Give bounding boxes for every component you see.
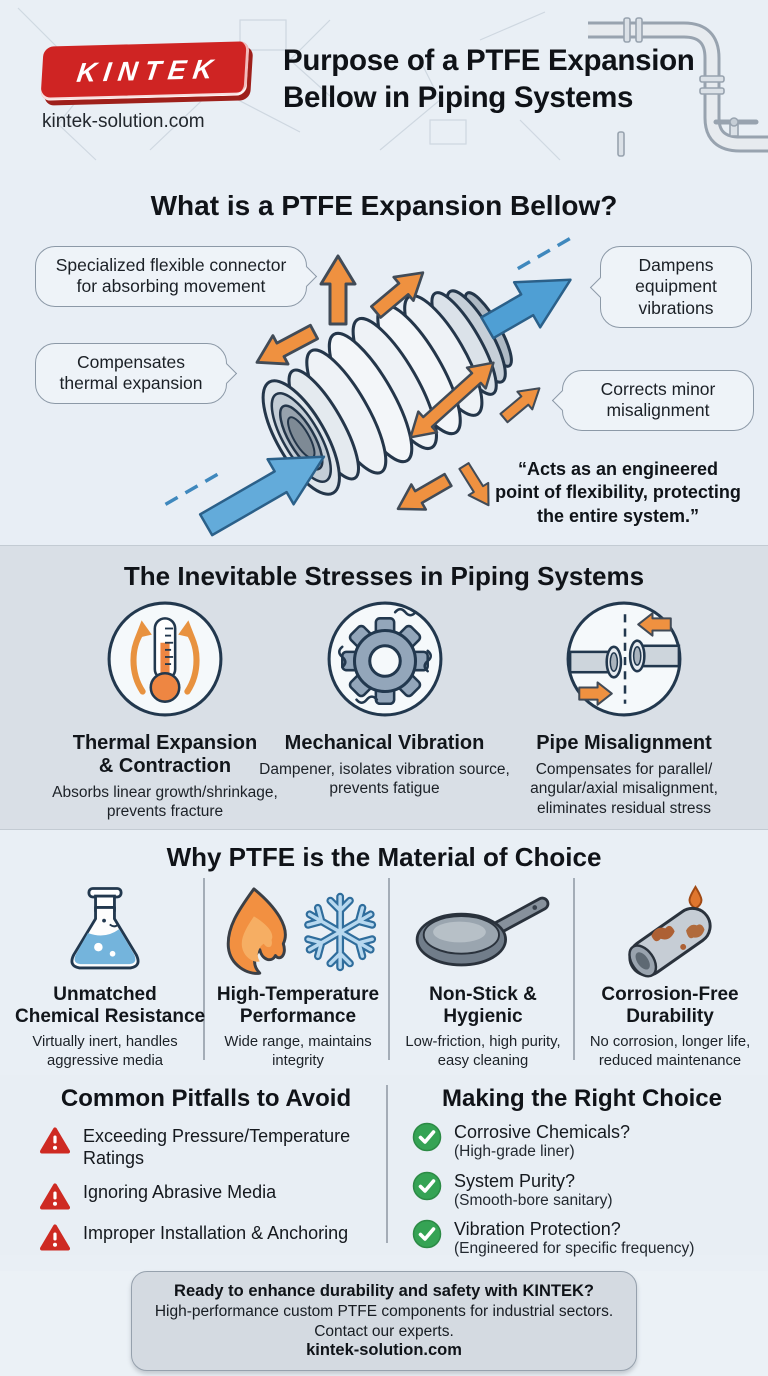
check-circle-icon <box>412 1122 442 1152</box>
choice-item: Corrosive Chemicals? (High-grade liner) <box>412 1122 752 1162</box>
ptfe-item-desc: No corrosion, longer life, reduced maint… <box>589 1033 751 1069</box>
valve-icon <box>713 117 759 137</box>
ptfe-item-desc: Low-friction, high purity, easy cleaning <box>405 1033 561 1069</box>
cta-section: Ready to enhance durability and safety w… <box>0 1271 768 1376</box>
choices-title: Making the Right Choice <box>441 1085 722 1112</box>
stress-item-desc: Compensates for parallel/ angular/axial … <box>530 761 718 817</box>
kintek-logo: KINTEK <box>40 41 250 101</box>
page-title: Purpose of a PTFE Expansion Bellow in Pi… <box>283 44 695 115</box>
pipe-misalignment-icon <box>566 601 682 717</box>
stresses-section: The Inevitable Stresses in Piping System… <box>0 545 768 830</box>
callout-specialized-connector: Specialized flexible connector for absor… <box>35 246 318 307</box>
ptfe-item-desc: Wide range, maintains integrity <box>224 1033 372 1069</box>
warning-triangle-icon <box>40 1127 70 1154</box>
ptfe-nonstick-column: Non-Stick & Hygienic Low-friction, high … <box>393 880 573 1070</box>
engineered-flexibility-quote: “Acts as an engineered point of flexibil… <box>495 459 741 526</box>
pitfalls-title: Common Pitfalls to Avoid <box>60 1085 352 1112</box>
ptfe-durability-column: Corrosion-Free Durability No corrosion, … <box>585 880 755 1070</box>
website-link[interactable]: kintek-solution.com <box>42 111 205 132</box>
stress-vibration-column: Mechanical Vibration Dampener, isolates … <box>258 598 511 799</box>
pitfalls-block: Common Pitfalls to Avoid Exceeding Press… <box>40 1085 372 1251</box>
vibration-squiggles <box>337 607 432 704</box>
column-divider <box>386 1085 388 1243</box>
ptfe-item-desc: Virtually inert, handles aggressive medi… <box>32 1033 178 1069</box>
flow-out-arrow <box>480 278 572 340</box>
callout-dampens-vibrations: Dampens equipment vibrations <box>589 246 752 329</box>
brand-block: KINTEK kintek-solution.com <box>40 41 250 133</box>
what-is-section: What is a PTFE Expansion Bellow? <box>0 170 768 545</box>
flow-in-arrow <box>198 455 326 537</box>
column-divider <box>203 878 205 1060</box>
choices-block: Making the Right Choice Corrosive Chemic… <box>412 1085 752 1259</box>
stress-item-desc: Dampener, isolates vibration source, pre… <box>259 761 510 798</box>
cta-website-link[interactable]: kintek-solution.com <box>306 1341 462 1359</box>
pitfall-item: Ignoring Abrasive Media <box>40 1182 372 1210</box>
cta-box: Ready to enhance durability and safety w… <box>131 1271 637 1371</box>
ptfe-chemical-column: Unmatched Chemical Resistance Virtually … <box>15 880 206 1070</box>
kintek-logo-text: KINTEK <box>74 53 222 88</box>
corroded-pipe-icon <box>628 885 712 978</box>
cta-contact: Contact our experts. <box>314 1323 454 1340</box>
cta-subline: High-performance custom PTFE components … <box>154 1303 614 1320</box>
ptfe-item-title: Unmatched Chemical Resistance <box>15 984 206 1028</box>
vibrating-gear-icon <box>327 601 442 717</box>
stress-item-title: Pipe Misalignment <box>536 732 712 754</box>
why-ptfe-section: Why PTFE is the Material of Choice Unmat… <box>0 830 768 1075</box>
ptfe-item-title: Corrosion-Free Durability <box>601 984 739 1028</box>
column-divider <box>388 878 390 1060</box>
expansion-bellow-diagram <box>164 236 573 537</box>
column-divider <box>573 878 575 1060</box>
frying-pan-icon <box>415 896 550 967</box>
ptfe-item-title: Non-Stick & Hygienic <box>429 984 537 1028</box>
stresses-title: The Inevitable Stresses in Piping System… <box>123 561 645 591</box>
pitfall-item: Improper Installation & Anchoring <box>40 1223 372 1251</box>
callout-corrects-misalignment: Corrects minor misalignment <box>551 370 754 431</box>
why-ptfe-title: Why PTFE is the Material of Choice <box>166 842 602 872</box>
choice-item: Vibration Protection? (Engineered for sp… <box>412 1219 752 1259</box>
stress-thermal-column: Thermal Expansion & Contraction Absorbs … <box>40 598 290 822</box>
flame-and-snowflake-icon <box>226 887 382 975</box>
check-circle-icon <box>412 1171 442 1200</box>
bottom-section: Common Pitfalls to Avoid Exceeding Press… <box>0 1075 768 1257</box>
pitfall-item: Exceeding Pressure/Temperature Ratings <box>40 1126 372 1169</box>
ptfe-temperature-column: High-Temperature Performance Wide range,… <box>210 880 386 1070</box>
stress-misalignment-column: Pipe Misalignment Compensates for parall… <box>500 598 748 818</box>
stress-item-desc: Absorbs linear growth/shrinkage, prevent… <box>52 784 278 821</box>
thermometer-expansion-icon <box>107 601 223 717</box>
check-circle-icon <box>412 1219 442 1249</box>
header: KINTEK kintek-solution.com Purpose of a … <box>0 0 768 170</box>
callout-thermal-expansion: Compensates thermal expansion <box>35 343 238 404</box>
stress-item-title: Mechanical Vibration <box>284 732 485 754</box>
choice-item: System Purity? (Smooth-bore sanitary) <box>412 1171 752 1211</box>
ptfe-item-title: High-Temperature Performance <box>216 984 380 1028</box>
chemical-flask-icon <box>70 887 140 970</box>
what-is-title: What is a PTFE Expansion Bellow? <box>150 190 618 221</box>
cta-headline: Ready to enhance durability and safety w… <box>174 1282 594 1300</box>
warning-triangle-icon <box>40 1183 70 1210</box>
stress-item-title: Thermal Expansion & Contraction <box>72 732 258 777</box>
warning-triangle-icon <box>40 1224 70 1251</box>
